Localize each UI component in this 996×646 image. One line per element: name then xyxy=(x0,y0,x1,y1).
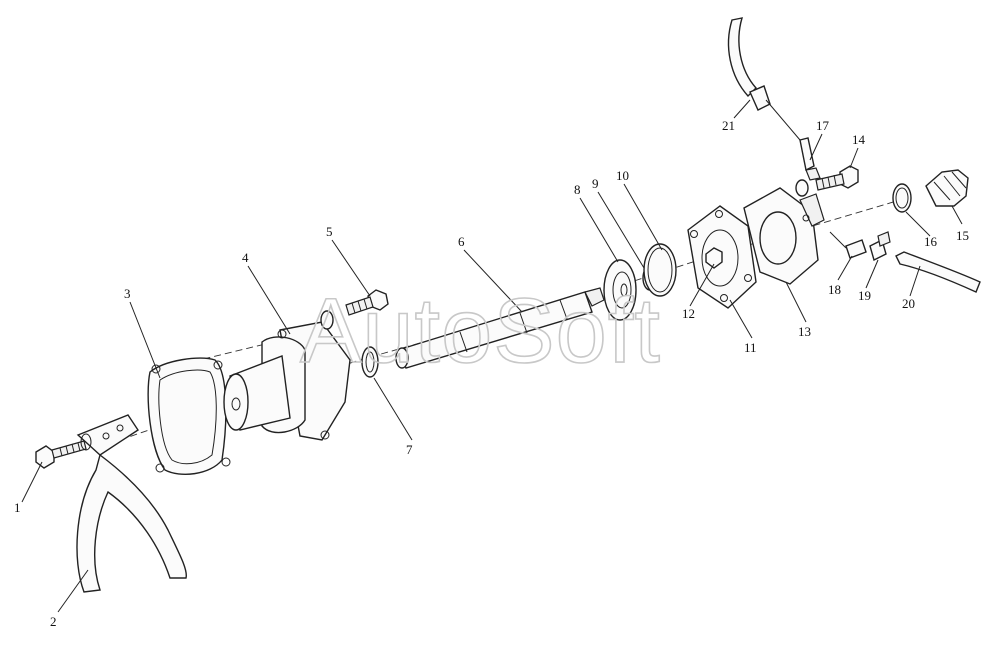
callout-20: 20 xyxy=(902,296,915,311)
callout-16: 16 xyxy=(924,234,938,249)
callout-17: 17 xyxy=(816,118,830,133)
part-14-bolt xyxy=(795,165,859,197)
callout-10: 10 xyxy=(616,168,629,183)
callout-19: 19 xyxy=(858,288,871,303)
callout-6: 6 xyxy=(458,234,465,249)
part-2-shift-fork xyxy=(76,414,187,593)
watermark-text: AutoSoft xyxy=(300,280,661,382)
part-10-o-ring xyxy=(643,243,677,297)
part-4-housing xyxy=(223,321,351,441)
part-21-tube xyxy=(727,17,801,141)
callout-4: 4 xyxy=(242,250,249,265)
part-7-o-ring xyxy=(361,346,379,378)
part-8-seal-disc xyxy=(603,259,637,321)
part-19-tee-fitting xyxy=(869,231,891,262)
part-6-shaft xyxy=(395,287,605,369)
callout-21: 21 xyxy=(722,118,735,133)
callout-15: 15 xyxy=(956,228,969,243)
callout-18: 18 xyxy=(828,282,841,297)
part-13-cylinder-housing xyxy=(743,187,825,285)
part-16-ring xyxy=(892,183,912,213)
callout-8: 8 xyxy=(574,182,581,197)
leader-lines xyxy=(21,99,963,613)
part-5-bolt xyxy=(320,289,389,330)
part-17-elbow-fitting xyxy=(799,137,821,181)
callout-13: 13 xyxy=(798,324,811,339)
callout-11: 11 xyxy=(744,340,757,355)
part-3-gasket xyxy=(147,357,231,475)
part-12-nut xyxy=(705,247,723,269)
part-18-fitting xyxy=(829,231,867,259)
part-20-hose xyxy=(895,251,981,293)
callout-7: 7 xyxy=(406,442,413,457)
part-15-boot xyxy=(925,169,969,207)
callout-1: 1 xyxy=(14,500,21,515)
callout-14: 14 xyxy=(852,132,866,147)
callout-3: 3 xyxy=(124,286,131,301)
callout-9: 9 xyxy=(592,176,599,191)
callout-5: 5 xyxy=(326,224,333,239)
callout-2: 2 xyxy=(50,614,57,629)
part-1-bolt xyxy=(35,440,87,469)
callout-12: 12 xyxy=(682,306,695,321)
